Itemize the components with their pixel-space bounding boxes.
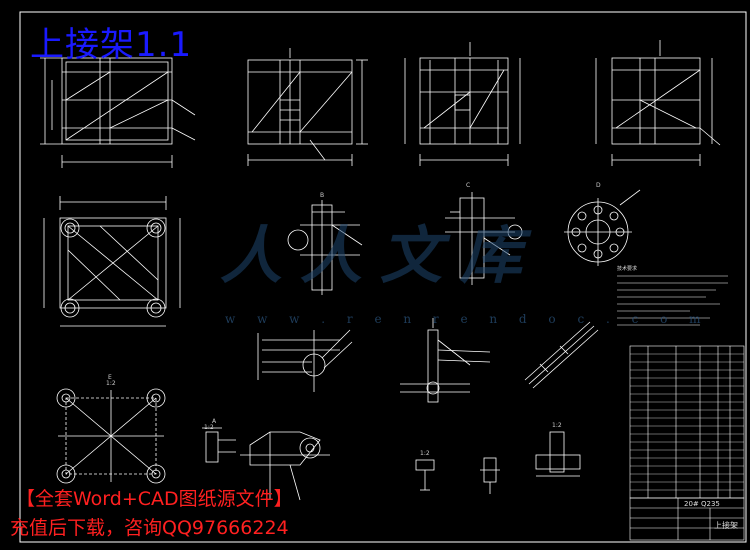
drawing-title: 上接架1.1: [30, 25, 193, 65]
scale-label-1: 1:2: [106, 380, 116, 387]
scale-label-3: 1:2: [420, 450, 430, 457]
part-name: 上接架: [714, 521, 738, 530]
notes-title: 技术要求: [617, 266, 638, 272]
scale-label-4: 1:2: [552, 422, 562, 429]
detail-label-c: C: [466, 182, 471, 189]
joint-detail-1: [287, 200, 363, 295]
joint-detail-3: [257, 329, 353, 392]
watermark-text: 人人文库: [220, 219, 541, 292]
joint-detail-4: [400, 318, 491, 403]
flange-detail: [564, 189, 641, 266]
small-detail-3: [480, 457, 500, 494]
detail-label-a: A: [212, 418, 217, 425]
small-detail-4: [535, 431, 581, 477]
elevation-view-4: [595, 40, 721, 166]
small-detail-2: [415, 459, 435, 491]
bracket-detail: [240, 431, 330, 501]
elevation-view-2: [247, 48, 368, 166]
detail-label-e: E: [108, 374, 112, 381]
sheet-border: [19, 11, 747, 543]
title-block: [629, 497, 745, 541]
elevation-view-1: [40, 57, 196, 168]
advert-line-2: 充值后下载，咨询QQ97666224: [10, 517, 289, 539]
watermark-url: w w w . r e n r e n d o c . c o m: [225, 312, 710, 326]
scale-label-2: 1:2: [204, 424, 214, 431]
small-detail-1: [202, 427, 236, 463]
detail-label-d: D: [596, 182, 601, 189]
diagonal-member-detail: [524, 321, 599, 389]
elevation-view-3: [404, 42, 521, 166]
notes-block: [617, 275, 728, 326]
plan-view: [43, 196, 181, 327]
parts-list-table: [629, 345, 745, 499]
parts-list-rows: [630, 353, 744, 491]
detail-label-b: B: [320, 192, 325, 199]
advert-line-1: 【全套Word+CAD图纸源文件】: [16, 488, 293, 510]
joint-detail-2: [445, 192, 523, 285]
material-label: 20# Q235: [684, 500, 720, 508]
bolt-circle-plan: [56, 388, 166, 484]
